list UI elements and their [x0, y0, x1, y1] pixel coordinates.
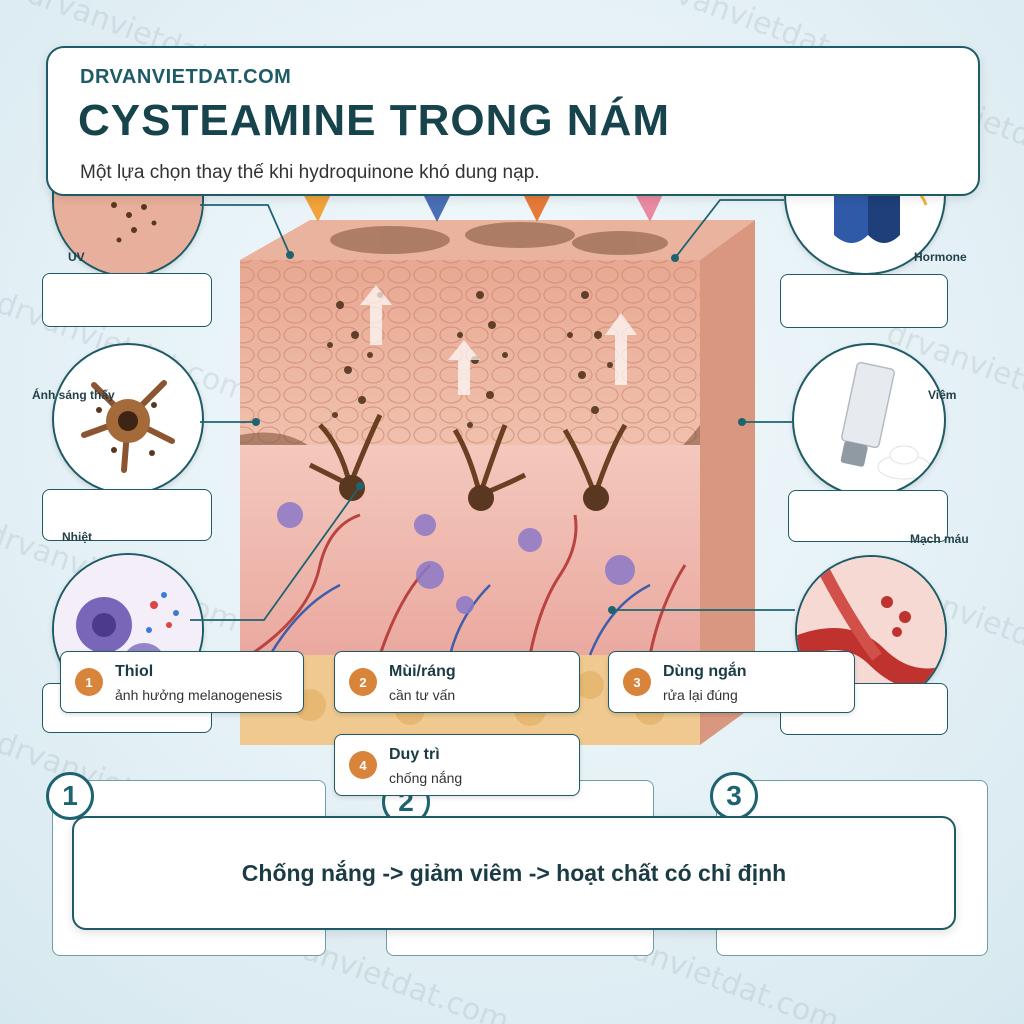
- skin-right-face: [700, 220, 755, 745]
- callout-number: 1: [75, 668, 103, 696]
- inflammation-note-box: [788, 490, 948, 542]
- callout-title: Mùi/ráng: [389, 663, 456, 680]
- label-uv: UV: [68, 250, 85, 264]
- callout-title: Thiol: [115, 663, 154, 680]
- callout-text: ảnh hưởng melanogenesis: [115, 687, 283, 703]
- label-visible-light: Ánh sáng thấy: [32, 388, 115, 402]
- summary-banner: Chống nắng -> giảm viêm -> hoạt chất có …: [72, 816, 956, 930]
- summary-text: Chống nắng -> giảm viêm -> hoạt chất có …: [241, 859, 787, 886]
- cream-tube-icon: [840, 361, 931, 480]
- callout-odor: 2 Mùi/ráng cần tư vấn: [334, 651, 580, 713]
- page-subtitle: Một lựa chọn thay thế khi hydroquinone k…: [80, 162, 540, 183]
- visible-light-circle: [52, 343, 204, 495]
- callout-text: chống nắng: [389, 770, 463, 786]
- label-inflammation: Viêm: [928, 388, 957, 402]
- callout-title: Dùng ngắn: [663, 663, 747, 680]
- inflammation-circle: [792, 343, 946, 497]
- callout-title: Duy trì: [389, 746, 440, 763]
- header-card: DRVANVIETDAT.COM CYSTEAMINE TRONG NÁM Mộ…: [46, 46, 980, 196]
- uv-note-box: [42, 273, 212, 327]
- callout-short-use: 3 Dùng ngắn rửa lại đúng: [608, 651, 855, 713]
- step-badge-3: 3: [710, 772, 758, 820]
- melanocyte-icon: [81, 380, 175, 473]
- callout-number: 4: [349, 751, 377, 779]
- page-title: CYSTEAMINE TRONG NÁM: [78, 96, 670, 145]
- callout-thiol: 1 Thiol ảnh hưởng melanogenesis: [60, 651, 304, 713]
- label-hormone: Hormone: [914, 250, 967, 264]
- label-blood-vessels: Mạch máu: [910, 532, 969, 546]
- callout-number: 2: [349, 668, 377, 696]
- step-badge-1: 1: [46, 772, 94, 820]
- hormone-note-box: [780, 274, 948, 328]
- skin-cross-section: [240, 220, 755, 745]
- callout-number: 3: [623, 668, 651, 696]
- callout-text: cần tư vấn: [389, 687, 456, 703]
- callout-maintenance: 4 Duy trì chống nắng: [334, 734, 580, 796]
- dermis-layer: [240, 445, 700, 655]
- label-heat: Nhiệt: [62, 530, 92, 544]
- site-name: DRVANVIETDAT.COM: [80, 66, 292, 88]
- callout-text: rửa lại đúng: [663, 687, 738, 703]
- visible-light-note-box: [42, 489, 212, 541]
